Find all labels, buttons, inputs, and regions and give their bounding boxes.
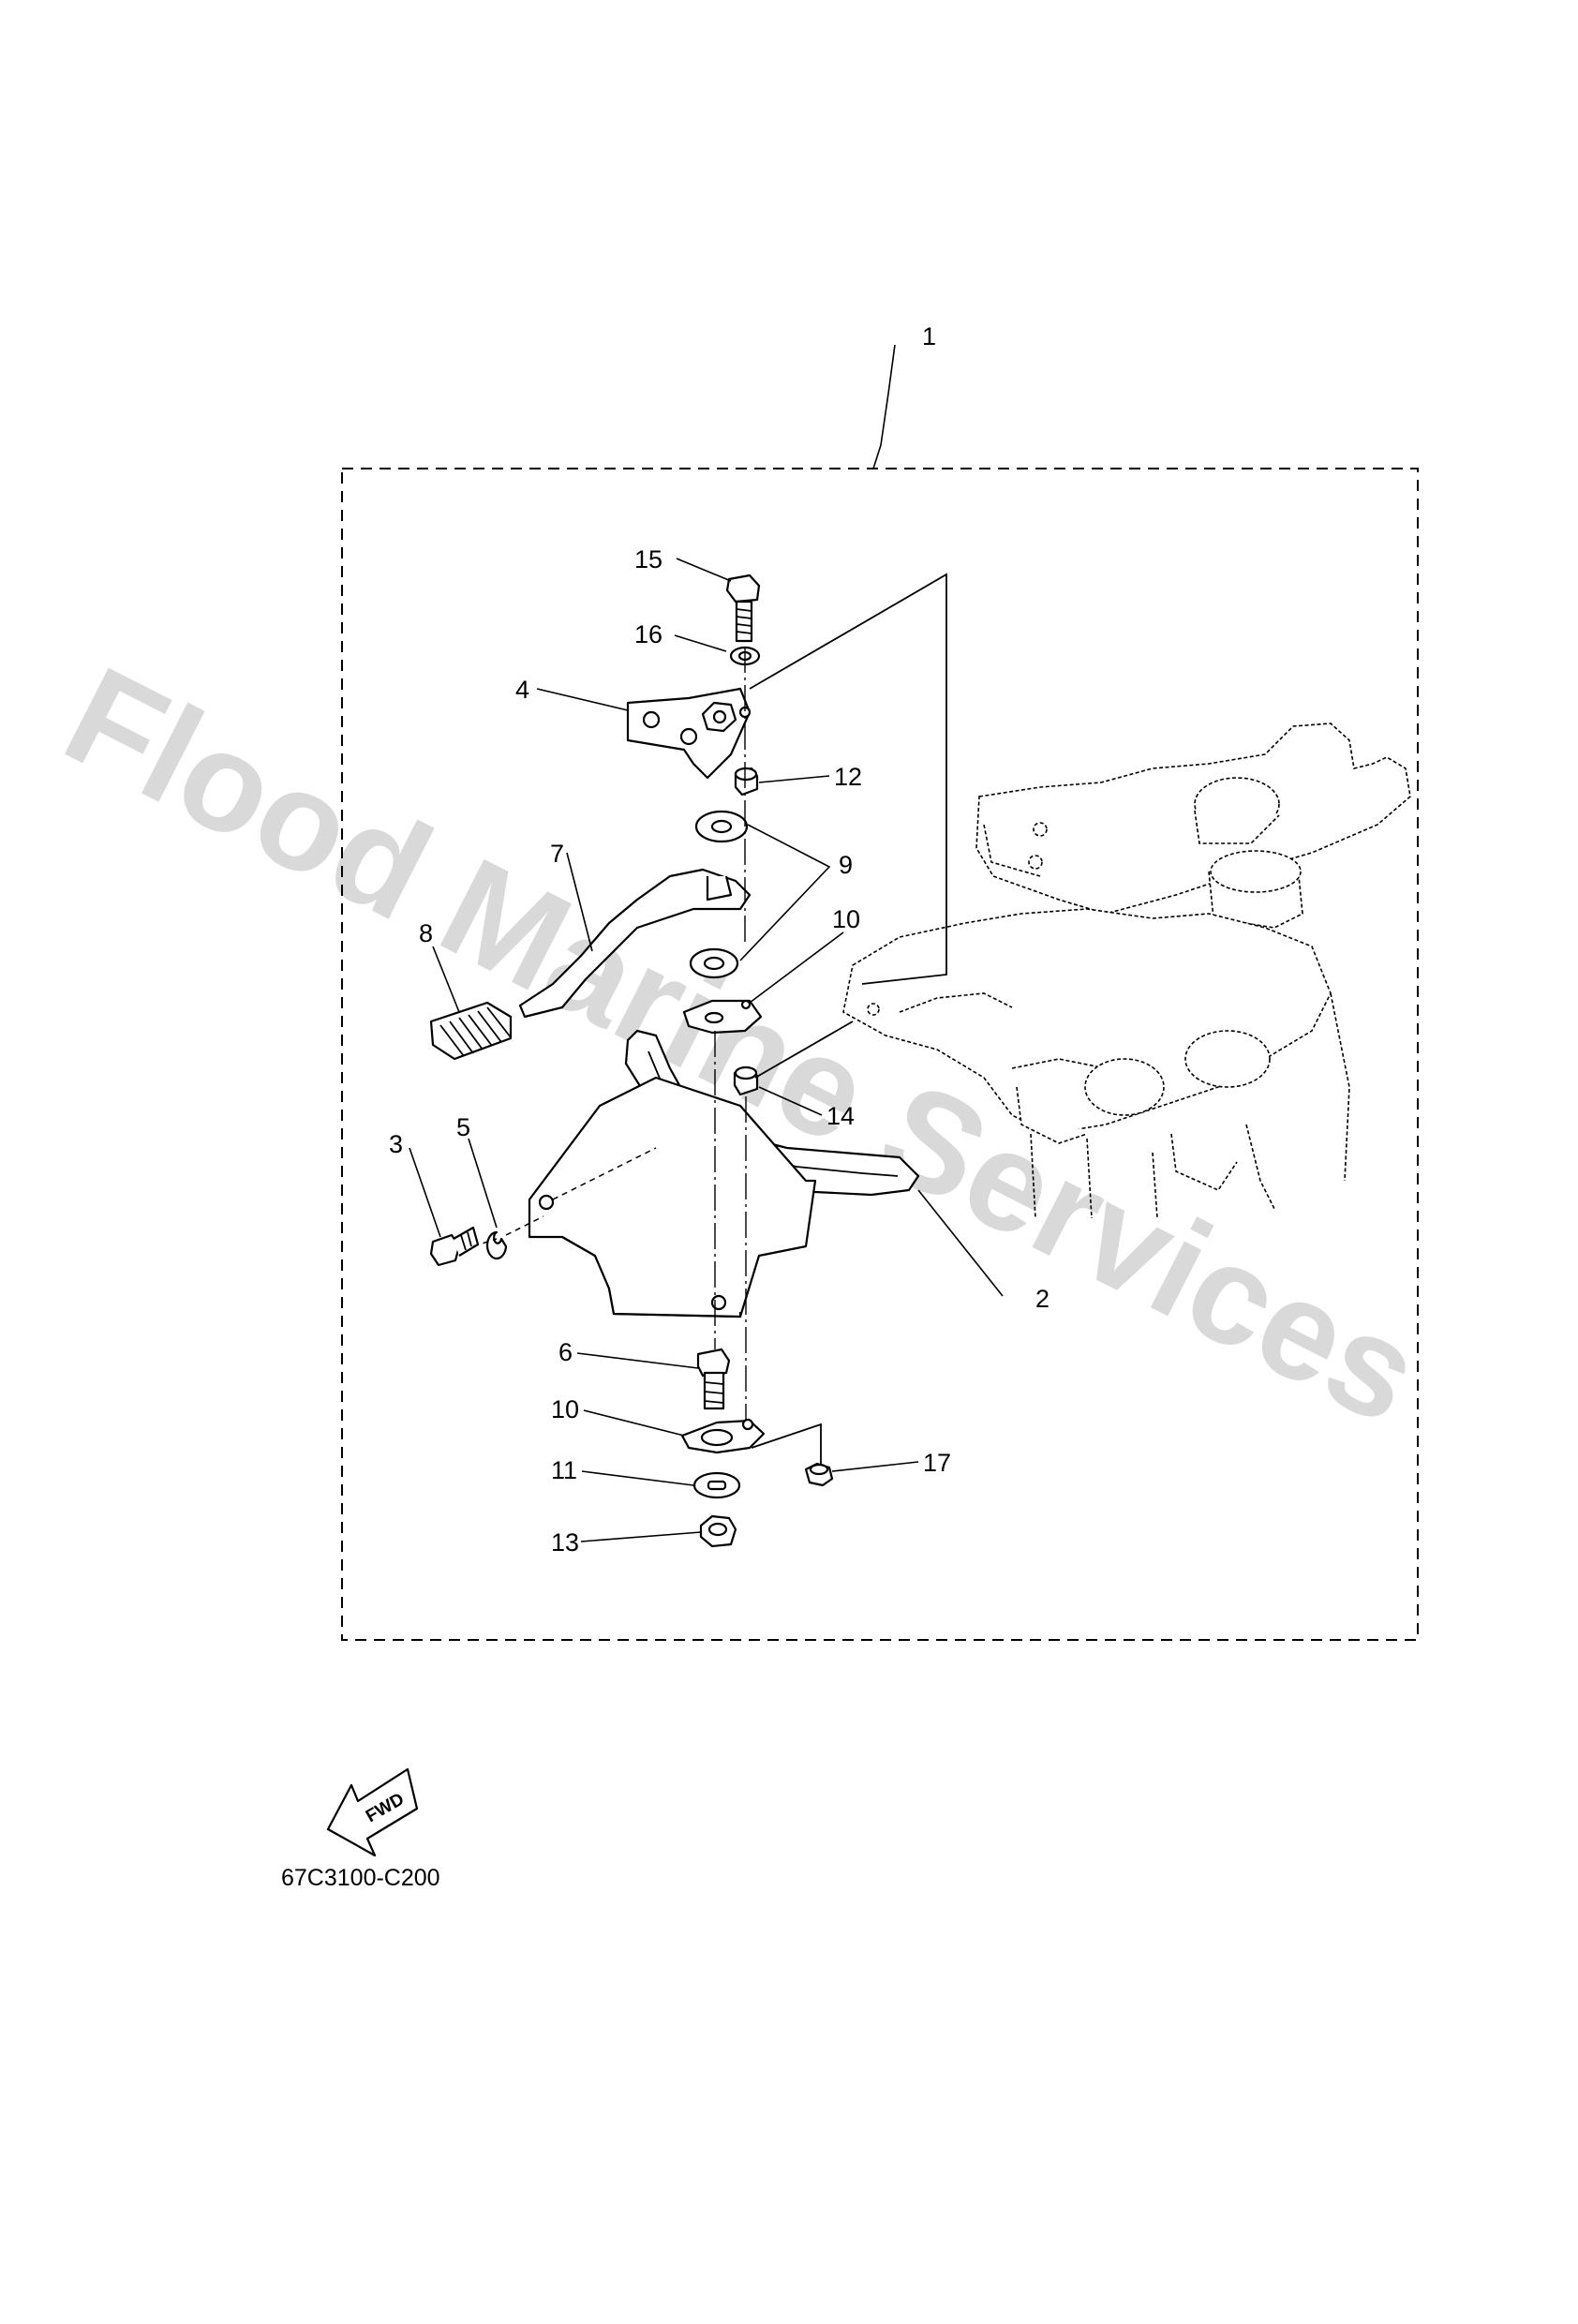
callout-9: 9 xyxy=(839,851,853,879)
callout-7: 7 xyxy=(550,840,564,868)
callout-5: 5 xyxy=(456,1113,470,1141)
callout-12: 12 xyxy=(834,763,862,791)
callout-17: 17 xyxy=(923,1449,951,1477)
nut-17 xyxy=(804,1462,834,1487)
bolt-6 xyxy=(696,1348,731,1410)
callout-11: 11 xyxy=(551,1456,577,1484)
nut-13 xyxy=(699,1514,737,1548)
callout-13: 13 xyxy=(551,1528,579,1557)
callout-6: 6 xyxy=(558,1338,573,1366)
bracket xyxy=(626,687,752,780)
bolt-3 xyxy=(429,1226,480,1267)
callout-8: 8 xyxy=(419,919,433,947)
collar-12 xyxy=(734,767,759,797)
callout-1: 1 xyxy=(922,322,936,350)
engine-mount-ghost xyxy=(842,723,1411,1219)
lever xyxy=(518,868,752,1019)
callout-2: 2 xyxy=(1035,1285,1050,1313)
callout-15: 15 xyxy=(634,545,662,574)
callout-14: 14 xyxy=(826,1102,855,1130)
fwd-arrow-icon: FWD xyxy=(326,1767,419,1857)
assembly-frame xyxy=(341,468,1419,1641)
rubber-block xyxy=(429,1001,513,1061)
callout-3: 3 xyxy=(389,1130,403,1158)
diagram-code: 67C3100-C200 xyxy=(281,1865,440,1891)
circlip-5 xyxy=(485,1230,508,1260)
callout-10-upper: 10 xyxy=(832,905,860,933)
bolt-15 xyxy=(725,574,761,643)
callout-16: 16 xyxy=(634,620,662,648)
callout-10-lower: 10 xyxy=(551,1395,579,1423)
callout-4: 4 xyxy=(515,676,529,704)
collar-14 xyxy=(733,1065,759,1096)
